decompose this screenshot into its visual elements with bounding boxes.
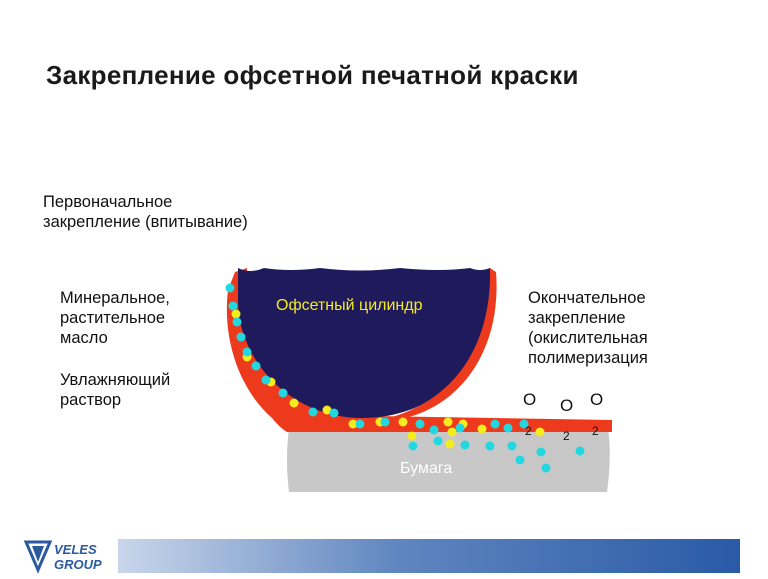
logo-line2: GROUP: [54, 557, 102, 572]
oxygen-molecule: O 2: [560, 396, 573, 443]
water-droplet: [536, 447, 546, 457]
offset-cylinder: [238, 268, 491, 418]
oil-droplet: [398, 417, 408, 427]
oil-droplet: [231, 309, 241, 319]
logo-line1: VELES: [54, 542, 97, 557]
oil-label: Минеральное, растительное масло: [60, 289, 170, 347]
oil-droplet: [535, 427, 545, 437]
oxygen-molecule: O 2: [523, 390, 536, 438]
oil-droplet: [322, 405, 332, 415]
water-droplet: [355, 419, 365, 429]
paper-label: Бумага: [400, 460, 452, 477]
water-droplet: [541, 463, 551, 473]
water-droplet: [228, 301, 238, 311]
oxygen-molecule: O 2: [590, 390, 603, 438]
water-droplet: [232, 317, 242, 327]
water-droplet: [380, 417, 390, 427]
cylinder-label: Офсетный цилиндр: [276, 297, 423, 314]
water-droplet: [225, 283, 235, 293]
water-droplet: [519, 419, 529, 429]
water-droplet: [485, 441, 495, 451]
oil-droplet: [445, 439, 455, 449]
oxygen-subscript: 2: [525, 424, 532, 438]
oxygen-subscript: 2: [563, 429, 570, 443]
page-title: Закрепление офсетной печатной краски: [46, 60, 579, 90]
water-droplet: [490, 419, 500, 429]
final-fixation-label: Окончательное закрепление (окислительная…: [528, 289, 648, 367]
oxygen-symbol: O: [523, 390, 536, 409]
oxygen-subscript: 2: [592, 424, 599, 438]
water-droplet: [408, 441, 418, 451]
oil-droplet: [477, 424, 487, 434]
water-droplet: [329, 408, 339, 418]
oil-droplet: [289, 398, 299, 408]
water-droplet: [433, 436, 443, 446]
water-droplet: [242, 347, 252, 357]
water-droplet: [415, 419, 425, 429]
oil-droplet: [407, 431, 417, 441]
water-droplet: [236, 332, 246, 342]
oil-droplet: [348, 419, 358, 429]
water-droplet: [261, 375, 271, 385]
water-droplet: [515, 455, 525, 465]
water-droplet: [278, 388, 288, 398]
company-logo: VELES GROUP: [23, 538, 116, 574]
water-droplet: [308, 407, 318, 417]
oxygen-symbol: O: [560, 396, 573, 415]
dampening-solution-label: Увлажняющий раствор: [60, 371, 171, 409]
initial-fixation-label: Первоначальное закрепление (впитывание): [43, 193, 248, 231]
water-droplet: [460, 440, 470, 450]
water-droplets: [225, 283, 585, 473]
water-droplet: [503, 423, 513, 433]
paper-sheet: [287, 428, 610, 492]
water-droplet: [507, 441, 517, 451]
water-droplet: [575, 446, 585, 456]
water-droplet: [429, 425, 439, 435]
water-droplet: [251, 361, 261, 371]
oil-droplet: [447, 427, 457, 437]
water-droplet: [455, 423, 465, 433]
oxygen-symbol: O: [590, 390, 603, 409]
footer-bar: [118, 539, 740, 573]
oil-droplet: [443, 417, 453, 427]
